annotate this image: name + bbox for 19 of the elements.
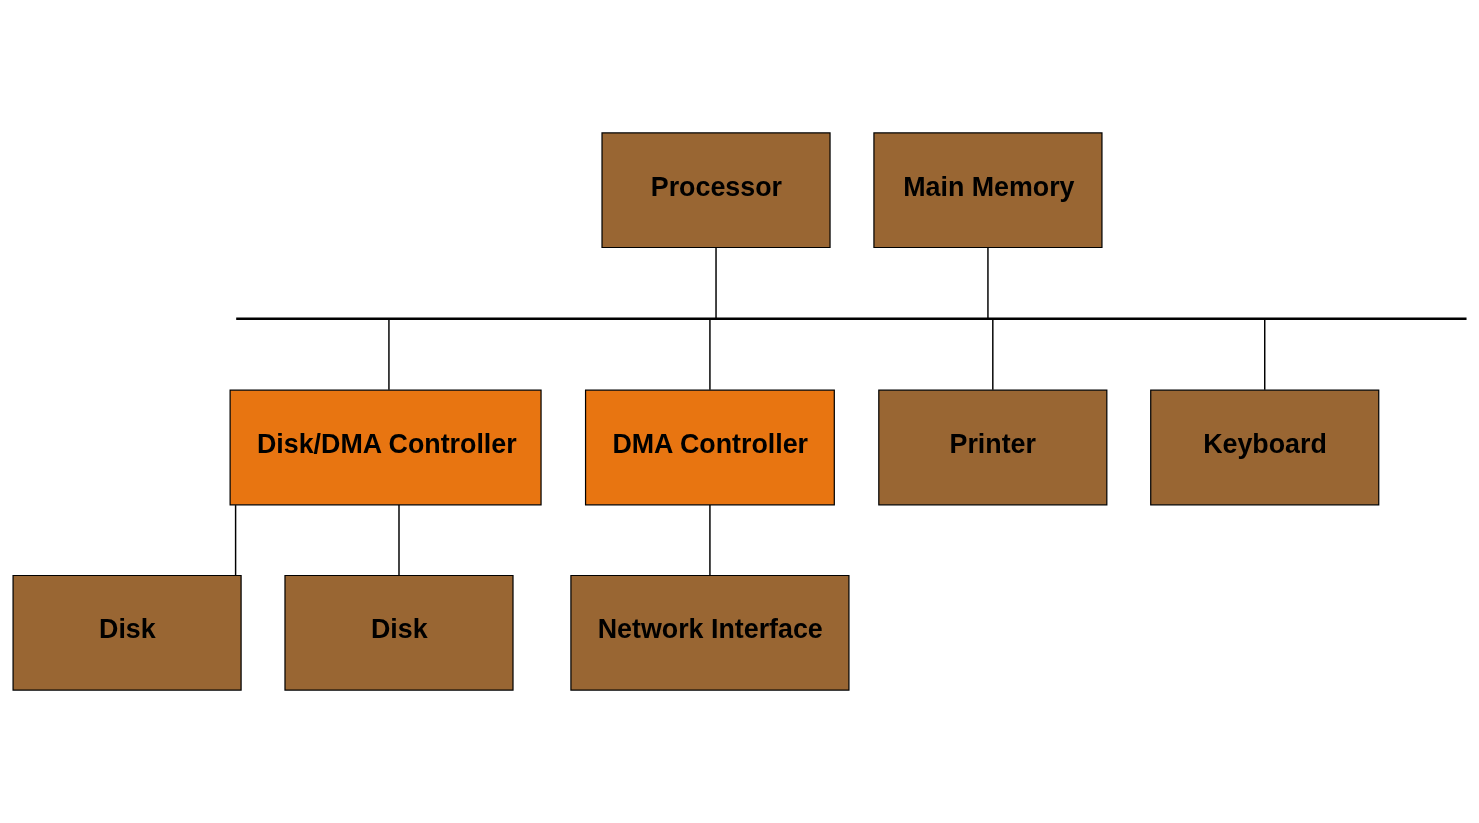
connector	[1264, 318, 1266, 391]
node-box: Network Interface	[570, 574, 850, 691]
connector	[388, 318, 390, 391]
connector	[709, 504, 711, 576]
node-box: Keyboard	[1150, 389, 1380, 506]
node-box: Disk/DMA Controller	[229, 389, 542, 506]
node-box: Disk	[12, 574, 242, 691]
connector	[234, 504, 237, 576]
connector	[709, 318, 711, 391]
connector	[715, 247, 717, 319]
node-box: Main Memory	[873, 132, 1103, 249]
node-box: DMA Controller	[584, 389, 835, 506]
node-box: Processor	[601, 132, 831, 249]
node-box: Printer	[878, 389, 1108, 506]
connector	[398, 504, 400, 576]
connector	[987, 247, 989, 319]
node-bar	[236, 317, 1467, 321]
node-box: Disk	[284, 574, 514, 691]
connector	[992, 318, 994, 391]
